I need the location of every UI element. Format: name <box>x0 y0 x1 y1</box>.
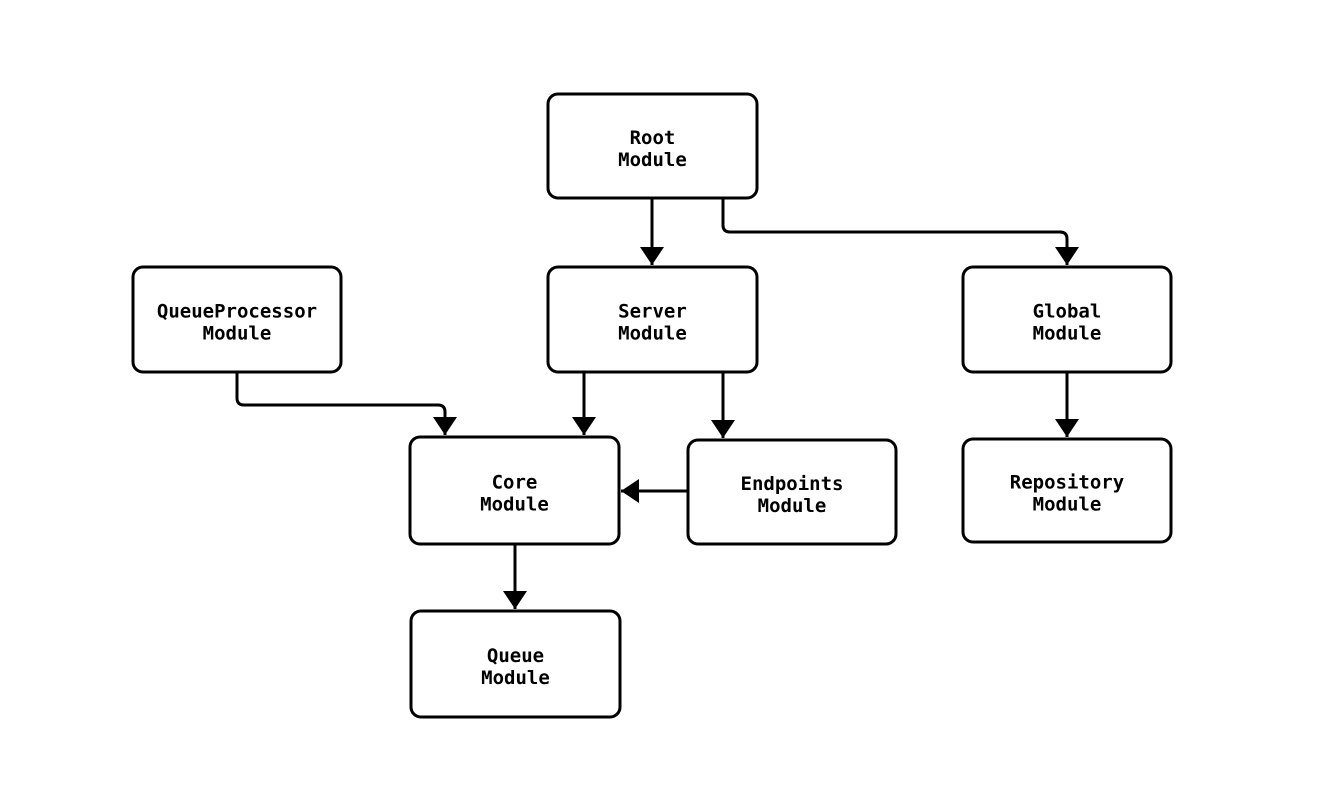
node-server-label-line1: Server <box>618 301 687 323</box>
edge-queueprocessor-to-core <box>235 372 457 435</box>
node-queueprocessor-label-line2: Module <box>203 323 272 345</box>
node-repository-label-line2: Module <box>1033 494 1102 516</box>
edge-root-to-global <box>721 198 1079 265</box>
node-server-label-line2: Module <box>618 323 687 345</box>
node-global-label-line2: Module <box>1033 323 1102 345</box>
node-core-box <box>408 435 621 546</box>
node-root-label-line2: Module <box>618 149 687 171</box>
node-queueprocessor-box <box>131 265 343 374</box>
node-repository-label-line1: Repository <box>1010 472 1124 494</box>
node-repository-box <box>961 437 1173 544</box>
node-queue-box <box>409 609 622 719</box>
node-global-label-line1: Global <box>1033 301 1102 323</box>
node-endpoints-label-line1: Endpoints <box>741 473 844 495</box>
node-server-box <box>546 265 759 374</box>
node-queue-label-line2: Module <box>481 667 550 689</box>
node-core-label-line2: Module <box>480 494 549 516</box>
node-global-box <box>961 265 1173 374</box>
node-queueprocessor-label-line1: QueueProcessor <box>157 301 317 323</box>
node-endpoints-box <box>686 438 898 546</box>
node-endpoints-label-line2: Module <box>758 495 827 517</box>
node-root-box <box>546 92 759 200</box>
node-core-label-line1: Core <box>492 472 538 494</box>
node-root-label-line1: Root <box>630 127 676 149</box>
node-queue-label-line1: Queue <box>487 645 544 667</box>
